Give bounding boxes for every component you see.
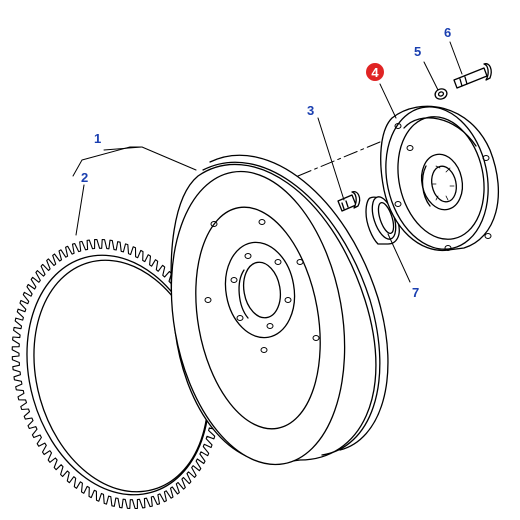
ring-gear (11, 238, 221, 510)
flywheel-rim-groove (202, 161, 381, 456)
leader-7 (387, 233, 411, 283)
callout-3: 3 (307, 103, 314, 118)
callout-7: 7 (412, 285, 419, 300)
drive-hub-plate (380, 105, 500, 252)
ring-gear-teeth (11, 238, 221, 510)
callout-2: 2 (81, 170, 88, 185)
washer (434, 88, 448, 100)
flywheel-hub-bolt-holes (230, 253, 292, 329)
leader-1 (72, 146, 197, 177)
bolt-small (337, 191, 361, 212)
flywheel (170, 154, 389, 466)
flywheel-hub-depth (238, 269, 249, 319)
leader-lines (72, 41, 463, 283)
callout-1: 1 (94, 131, 101, 146)
flywheel-outer-bolt-holes (204, 219, 320, 353)
flywheel-hub-outer (224, 241, 296, 339)
leader-4 (379, 83, 397, 119)
flywheel-inner-ring (195, 206, 321, 430)
callouts: 1 2 3 4 5 6 7 (81, 25, 451, 300)
callout-6: 6 (444, 25, 451, 40)
assembly-centerline (297, 141, 381, 177)
flywheel-face (170, 170, 346, 466)
leader-6 (449, 41, 463, 75)
callout-4: 4 (371, 65, 379, 80)
callout-4-badge (366, 63, 384, 81)
leader-1-branch (103, 146, 143, 151)
bolt-long (453, 63, 492, 89)
callout-5: 5 (414, 44, 421, 59)
leader-3 (317, 117, 345, 201)
leader-2 (75, 184, 85, 236)
flywheel-hub-bore (242, 261, 282, 319)
flywheel-rim-groove-2 (209, 154, 389, 451)
leader-5 (423, 61, 439, 91)
